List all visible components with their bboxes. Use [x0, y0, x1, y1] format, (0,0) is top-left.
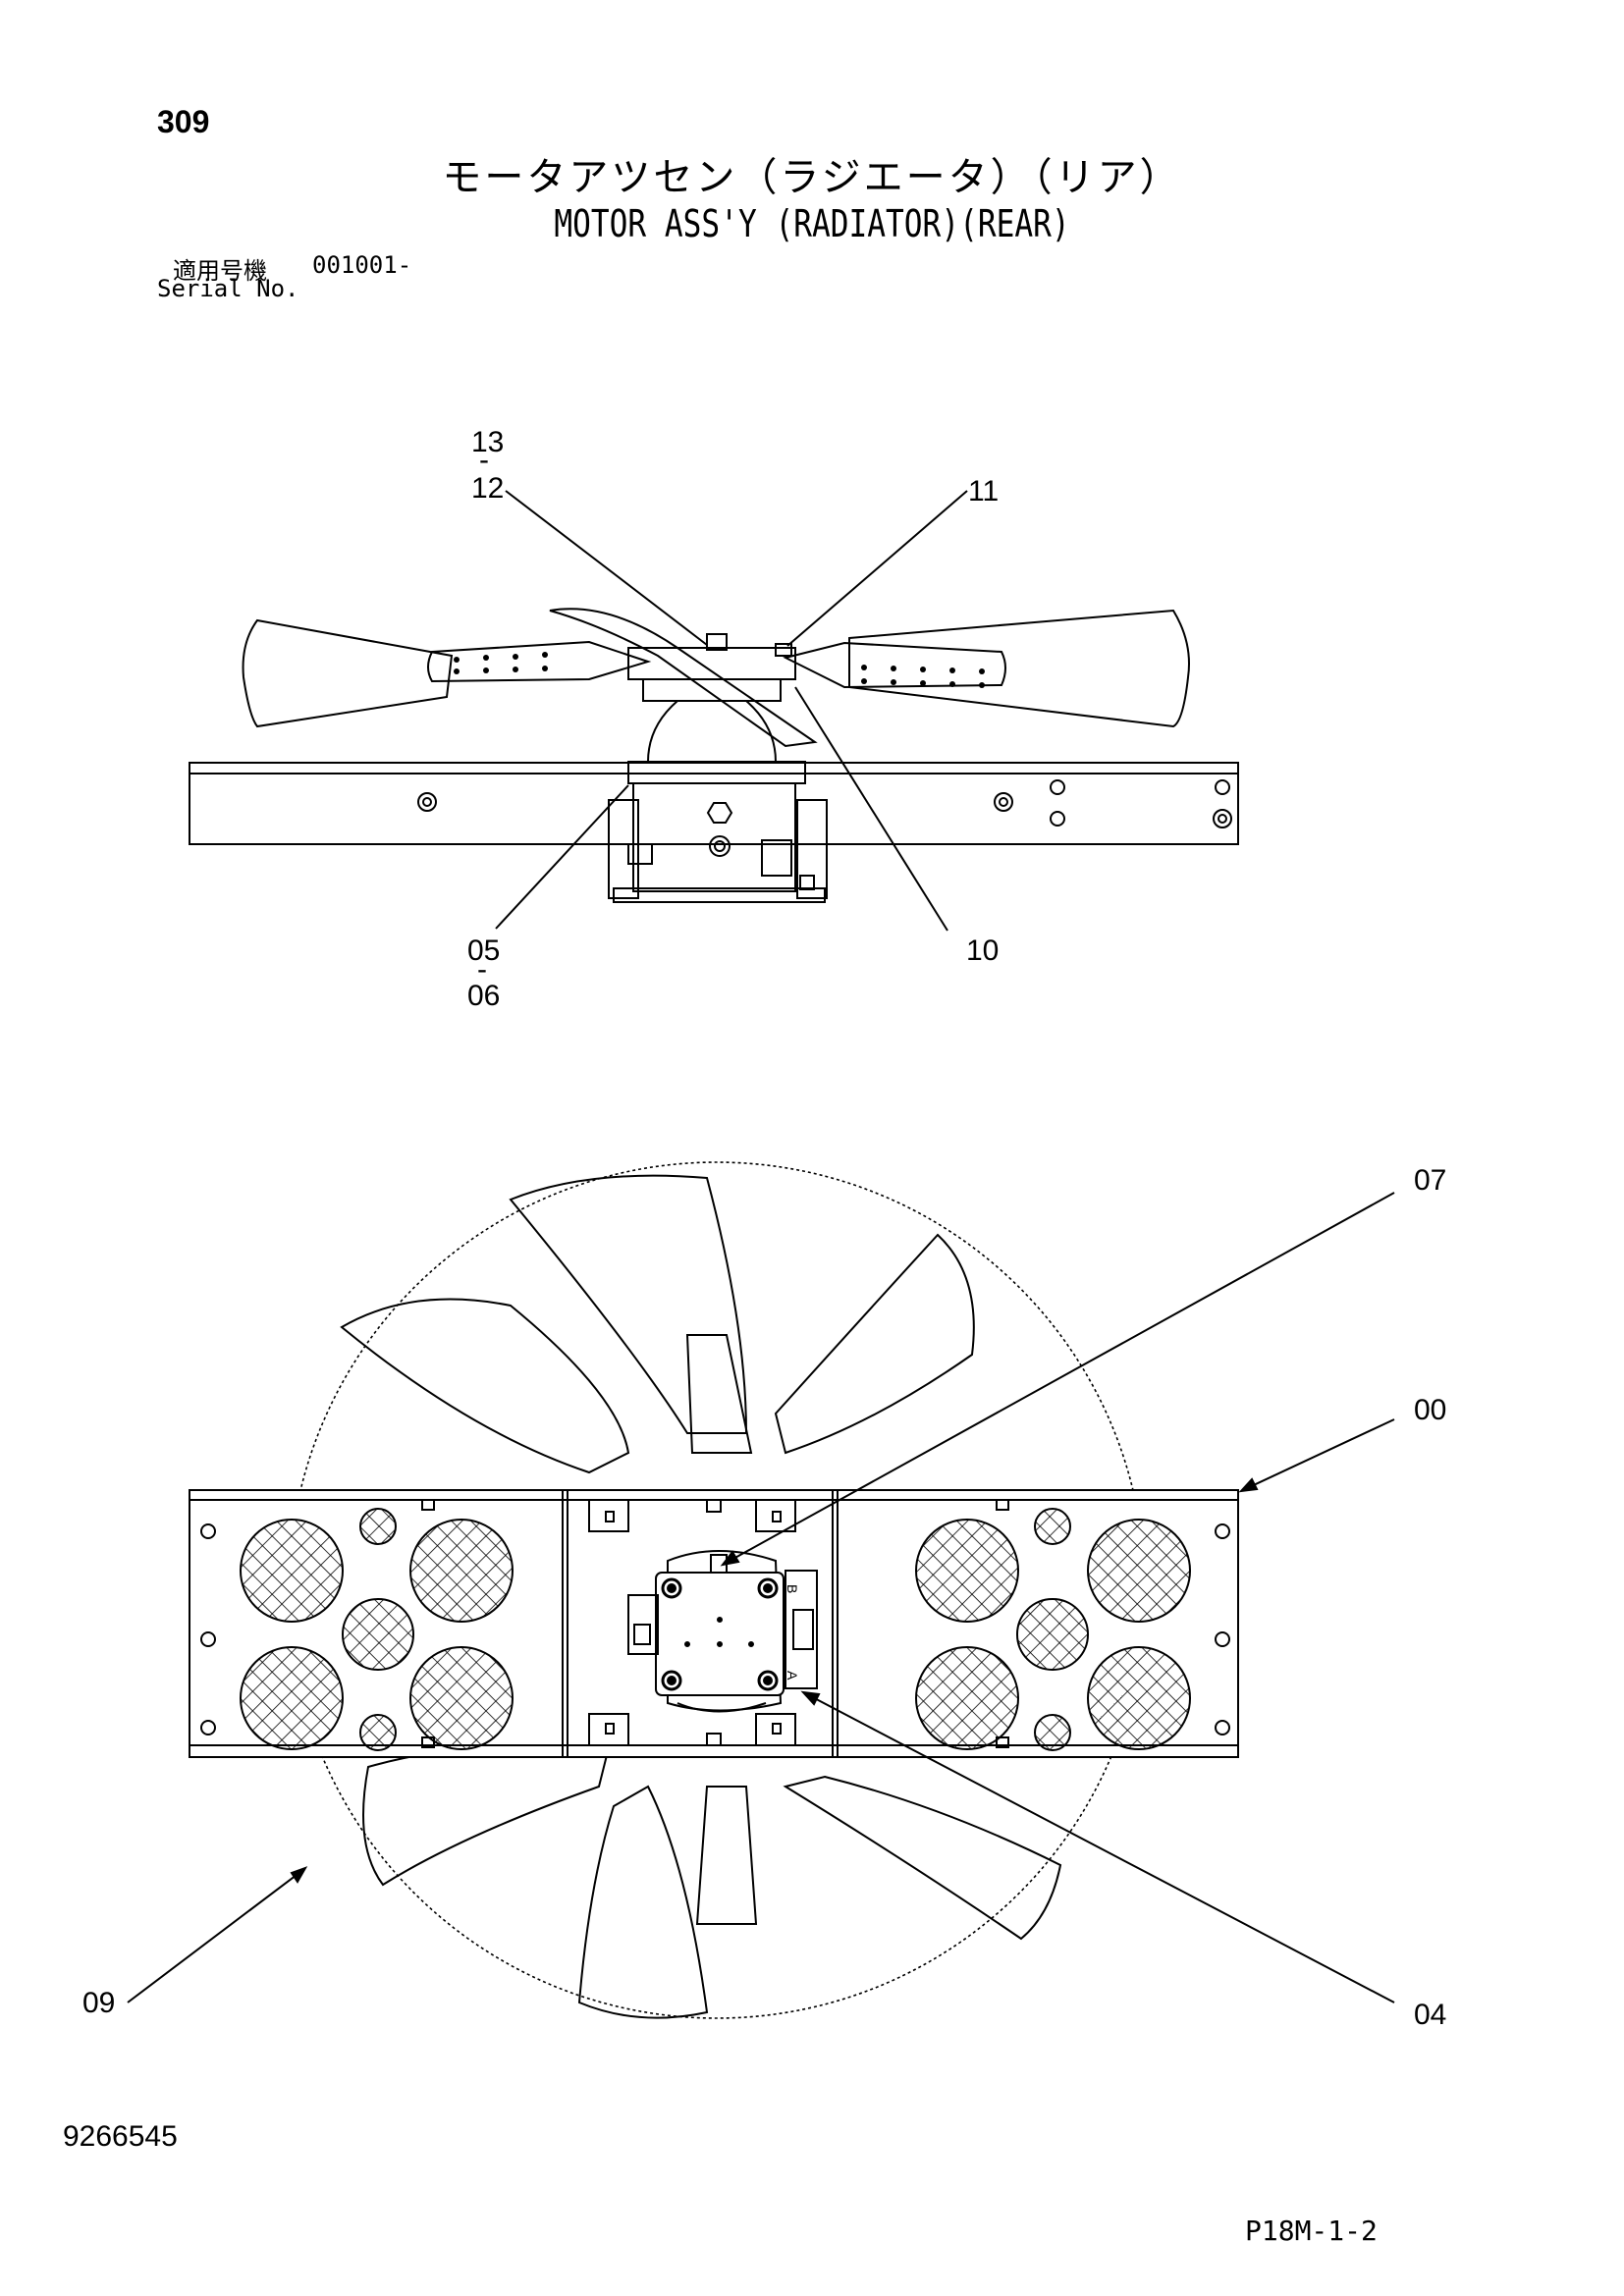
side-view	[189, 608, 1239, 903]
callout-labels: 13 - 12 11 10 05 - 06 07 00 09 04	[82, 426, 1446, 2031]
callout-04: 04	[1414, 1999, 1446, 2031]
fan-blade	[509, 1174, 748, 1434]
callout-00: 00	[1414, 1394, 1446, 1426]
frame-beam	[189, 762, 1239, 845]
leader-lines-bottom	[127, 1192, 1395, 2003]
front-view: B A	[189, 1161, 1239, 2019]
mounting-brackets	[421, 1499, 1009, 1748]
fan-blade-right	[848, 609, 1190, 728]
page-title-english: MOTOR ASS'Y (RADIATOR)(REAR)	[554, 202, 1070, 245]
callout-06: 06	[467, 980, 500, 1012]
page-number: 309	[157, 104, 210, 139]
fan-blade	[362, 1743, 611, 1887]
motor-bell	[646, 700, 778, 763]
callout-11: 11	[968, 475, 999, 507]
serial-label-japanese: 適用号機	[173, 257, 267, 285]
callout-09: 09	[82, 1987, 115, 2019]
frame-holes	[200, 1523, 1230, 1735]
port-label-b: B	[785, 1584, 800, 1593]
port-label-a: A	[785, 1671, 800, 1681]
hydraulic-motor-front	[627, 1550, 818, 1713]
callout-12: 12	[471, 472, 504, 505]
callout-05: 05	[467, 934, 500, 967]
callout-13: 13	[471, 426, 504, 458]
motor-block	[632, 782, 796, 892]
page-title-japanese: モータアツセン（ラジエータ）（リア）	[442, 155, 1182, 200]
blade-holes-right	[861, 665, 985, 688]
hub-bolt	[706, 633, 728, 651]
blade-plate-left	[427, 640, 652, 683]
mesh-openings-left	[240, 1508, 514, 1751]
fan-blade	[695, 1786, 758, 1925]
blade-plate-right	[783, 641, 1006, 689]
callout-10: 10	[966, 934, 999, 967]
fan-blade	[783, 1775, 1062, 1941]
blade-holes-left	[454, 652, 548, 674]
fan-blade-left	[242, 618, 454, 728]
leader-lines-top	[495, 490, 968, 932]
document-number: 9266545	[63, 2120, 178, 2153]
fan-blade	[577, 1785, 709, 2019]
callout-range-dash: -	[479, 444, 489, 476]
fan-blade	[774, 1233, 975, 1455]
page-reference: P18M-1-2	[1245, 2215, 1378, 2247]
fan-blade	[685, 1334, 753, 1454]
serial-number-value: 001001-	[312, 251, 412, 279]
callout-07: 07	[1414, 1164, 1446, 1197]
serial-label-english: Serial No.	[157, 275, 299, 302]
fan-blade	[340, 1298, 630, 1474]
mesh-openings-right	[915, 1508, 1191, 1751]
callout-range-dash: -	[477, 953, 487, 986]
